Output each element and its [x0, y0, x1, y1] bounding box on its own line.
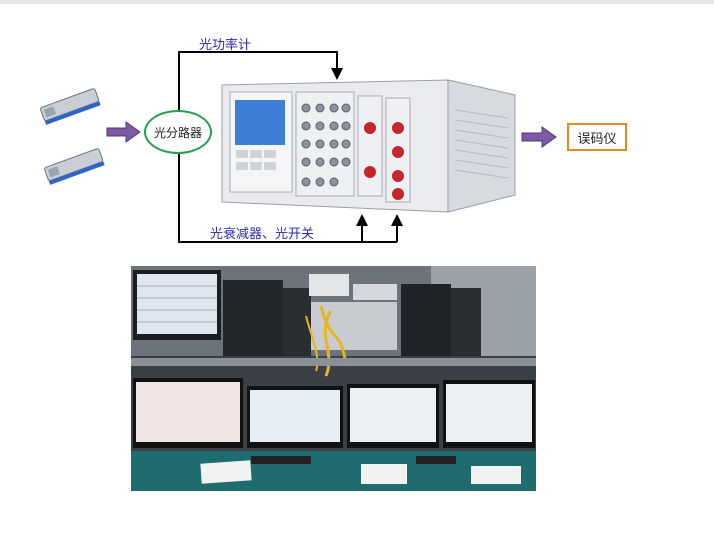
- attenuator-switch-label: 光衰减器、光开关: [210, 223, 314, 242]
- sfp-module-icon: [40, 88, 101, 125]
- sfp-module-icon: [44, 148, 105, 185]
- attenuator-arrowhead-2: [391, 214, 403, 226]
- power-meter-arrowhead: [331, 68, 343, 80]
- attenuator-arrowhead-1: [356, 214, 368, 226]
- splitter-node: 光分路器: [144, 110, 212, 154]
- test-instrument-chassis-icon: [222, 80, 515, 212]
- power-meter-label: 光功率计: [199, 34, 251, 53]
- lab-test-bench-photo: [131, 266, 536, 491]
- splitter-label: 光分路器: [154, 124, 202, 141]
- arrow-icon: [522, 127, 556, 147]
- ber-tester-label: 误码仪: [577, 128, 616, 147]
- arrow-icon: [107, 122, 140, 142]
- ber-tester-node: 误码仪: [567, 123, 627, 151]
